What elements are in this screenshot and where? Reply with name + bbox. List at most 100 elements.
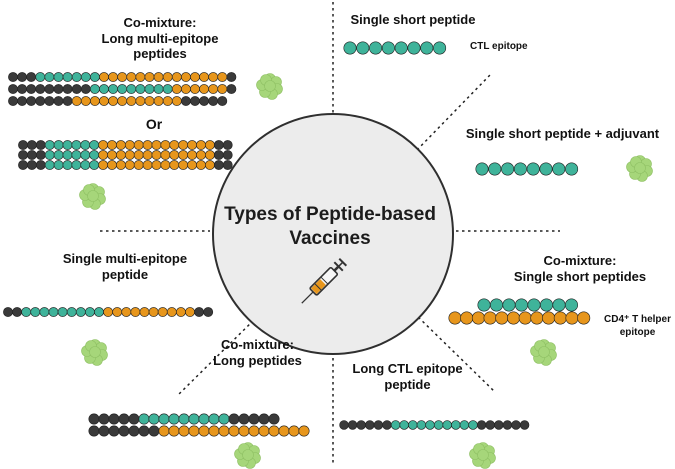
dark-residue bbox=[35, 160, 46, 170]
orange-residue bbox=[117, 72, 128, 82]
teal-residue bbox=[53, 150, 64, 160]
dark-residue bbox=[128, 413, 140, 425]
dark-residue bbox=[62, 96, 73, 106]
dark-residue bbox=[373, 420, 384, 430]
teal-residue bbox=[35, 72, 46, 82]
orange-residue bbox=[148, 307, 159, 317]
teal-residue bbox=[526, 162, 540, 176]
orange-residue bbox=[121, 307, 132, 317]
dark-residue bbox=[8, 96, 18, 106]
dark-residue bbox=[217, 96, 228, 106]
label-long-ctl: Long CTL epitope peptide bbox=[352, 361, 463, 392]
adjuvant-icon bbox=[626, 155, 653, 182]
orange-residue bbox=[199, 72, 209, 82]
teal-residue bbox=[564, 298, 578, 312]
orange-residue bbox=[142, 140, 153, 150]
dark-residue bbox=[347, 420, 358, 430]
orange-residue bbox=[298, 425, 310, 437]
adjuvant-icon bbox=[469, 442, 496, 469]
teal-residue bbox=[552, 298, 566, 312]
orange-residue bbox=[187, 150, 197, 160]
teal-residue bbox=[433, 420, 444, 430]
dark-residue bbox=[80, 84, 91, 94]
dark-residue bbox=[62, 84, 73, 94]
orange-residue bbox=[196, 140, 206, 150]
dark-residue bbox=[519, 420, 530, 430]
orange-residue bbox=[185, 307, 195, 317]
teal-residue bbox=[198, 413, 210, 425]
dark-residue bbox=[485, 420, 495, 430]
orange-residue bbox=[144, 96, 155, 106]
teal-residue bbox=[178, 413, 190, 425]
orange-residue bbox=[178, 140, 189, 150]
teal-residue bbox=[442, 420, 452, 430]
dark-residue bbox=[511, 420, 521, 430]
teal-residue bbox=[565, 162, 579, 176]
orange-residue bbox=[577, 311, 591, 325]
label-cd4-helper: CD4⁺ T helper epitope bbox=[604, 314, 671, 338]
teal-residue bbox=[168, 413, 180, 425]
orange-residue bbox=[542, 311, 556, 325]
orange-residue bbox=[160, 140, 171, 150]
orange-residue bbox=[117, 96, 128, 106]
teal-residue bbox=[475, 162, 489, 176]
dark-residue bbox=[26, 72, 37, 82]
teal-residue bbox=[21, 307, 32, 317]
teal-residue bbox=[89, 160, 100, 170]
teal-residue bbox=[502, 298, 516, 312]
orange-residue bbox=[217, 84, 228, 94]
teal-residue bbox=[514, 298, 528, 312]
dark-residue bbox=[238, 413, 250, 425]
syringe-icon bbox=[301, 257, 348, 304]
teal-residue bbox=[89, 140, 100, 150]
dark-residue bbox=[26, 96, 37, 106]
orange-residue bbox=[108, 96, 118, 106]
dark-residue bbox=[35, 84, 46, 94]
teal-residue bbox=[85, 307, 95, 317]
orange-residue bbox=[180, 72, 191, 82]
dark-residue bbox=[44, 84, 55, 94]
adjuvant-icon bbox=[81, 339, 108, 366]
dark-residue bbox=[17, 96, 27, 106]
dark-residue bbox=[365, 420, 375, 430]
orange-residue bbox=[151, 150, 162, 160]
orange-residue bbox=[162, 96, 173, 106]
dark-residue bbox=[71, 84, 82, 94]
teal-residue bbox=[148, 413, 160, 425]
dark-residue bbox=[18, 160, 28, 170]
dark-residue bbox=[494, 420, 504, 430]
orange-residue bbox=[530, 311, 544, 325]
orange-residue bbox=[142, 150, 153, 160]
orange-residue bbox=[258, 425, 270, 437]
teal-residue bbox=[138, 413, 150, 425]
orange-residue bbox=[71, 96, 82, 106]
dark-residue bbox=[98, 425, 110, 437]
teal-residue bbox=[433, 41, 447, 55]
divider-bottom-left bbox=[177, 311, 263, 396]
orange-residue bbox=[103, 307, 113, 317]
teal-residue bbox=[57, 307, 68, 317]
teal-residue bbox=[369, 41, 383, 55]
orange-residue bbox=[166, 307, 177, 317]
adjuvant-icon bbox=[234, 442, 261, 469]
teal-residue bbox=[44, 150, 55, 160]
teal-residue bbox=[135, 84, 146, 94]
teal-residue bbox=[62, 140, 73, 150]
orange-residue bbox=[178, 160, 189, 170]
teal-residue bbox=[356, 41, 370, 55]
teal-residue bbox=[80, 72, 91, 82]
orange-residue bbox=[196, 160, 206, 170]
dark-residue bbox=[44, 96, 55, 106]
teal-residue bbox=[343, 41, 357, 55]
orange-residue bbox=[139, 307, 150, 317]
orange-residue bbox=[208, 425, 220, 437]
orange-residue bbox=[160, 160, 171, 170]
orange-residue bbox=[448, 311, 462, 325]
dark-residue bbox=[148, 425, 160, 437]
dark-residue bbox=[98, 413, 110, 425]
dark-residue bbox=[180, 96, 191, 106]
teal-residue bbox=[477, 298, 491, 312]
teal-residue bbox=[62, 160, 73, 170]
teal-residue bbox=[407, 41, 421, 55]
dark-residue bbox=[213, 150, 224, 160]
